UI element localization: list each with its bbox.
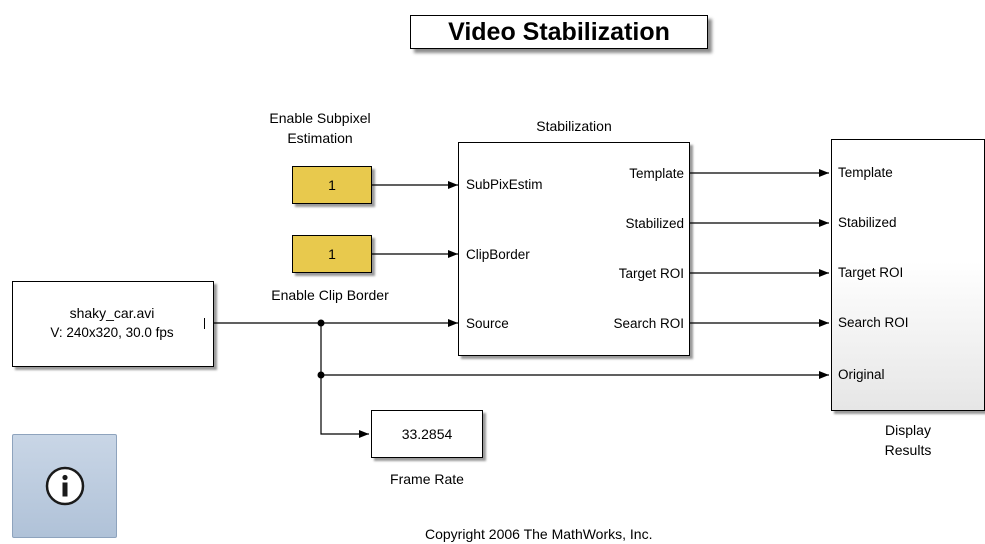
- port-stabilized-out: Stabilized: [625, 216, 684, 231]
- stabilization-label: Stabilization: [536, 118, 612, 134]
- port-subpixestim: SubPixEstim: [466, 177, 543, 192]
- display-results-label: Display Results: [858, 420, 958, 460]
- port-stabilized-in: Stabilized: [838, 215, 897, 230]
- port-clipborder: ClipBorder: [466, 247, 530, 262]
- info-icon: [45, 466, 84, 506]
- source-format: V: 240x320, 30.0 fps: [50, 325, 174, 340]
- diagram-title: Video Stabilization: [410, 15, 708, 49]
- port-original-in: Original: [838, 367, 885, 382]
- clip-border-label: Enable Clip Border: [271, 287, 389, 303]
- port-source: Source: [466, 316, 509, 331]
- wire-frame-rate: [320, 375, 369, 438]
- port-search-roi-out: Search ROI: [613, 316, 684, 331]
- subpixel-label-line1: Enable Subpixel: [269, 110, 371, 126]
- port-template-out: Template: [629, 166, 684, 181]
- subpixel-label: Enable Subpixel Estimation: [230, 108, 410, 148]
- port-target-roi-out: Target ROI: [618, 266, 684, 281]
- port-search-roi-in: Search ROI: [838, 315, 909, 330]
- video-source-block[interactable]: shaky_car.avi V: 240x320, 30.0 fps: [12, 281, 214, 367]
- info-button[interactable]: [12, 434, 117, 538]
- port-target-roi-in: Target ROI: [838, 265, 904, 280]
- branch-point-2: [317, 371, 325, 379]
- source-filename: shaky_car.avi: [69, 305, 155, 321]
- stabilization-subsystem[interactable]: SubPixEstim ClipBorder Source Template S…: [458, 142, 690, 356]
- display-label-line2: Results: [884, 442, 932, 458]
- copyright-text: Copyright 2006 The MathWorks, Inc.: [425, 526, 653, 542]
- subpixel-label-line2: Estimation: [287, 130, 353, 146]
- port-template-in: Template: [838, 165, 893, 180]
- frame-rate-display[interactable]: 33.2854: [371, 410, 483, 458]
- display-label-line1: Display: [885, 422, 931, 438]
- display-results-block[interactable]: Template Stabilized Target ROI Search RO…: [831, 139, 985, 411]
- frame-rate-label: Frame Rate: [390, 471, 464, 487]
- branch-point-1: [317, 319, 325, 327]
- subpixel-constant-block[interactable]: 1: [292, 166, 372, 204]
- output-port-mark: [204, 318, 205, 329]
- clip-border-constant-block[interactable]: 1: [292, 235, 372, 273]
